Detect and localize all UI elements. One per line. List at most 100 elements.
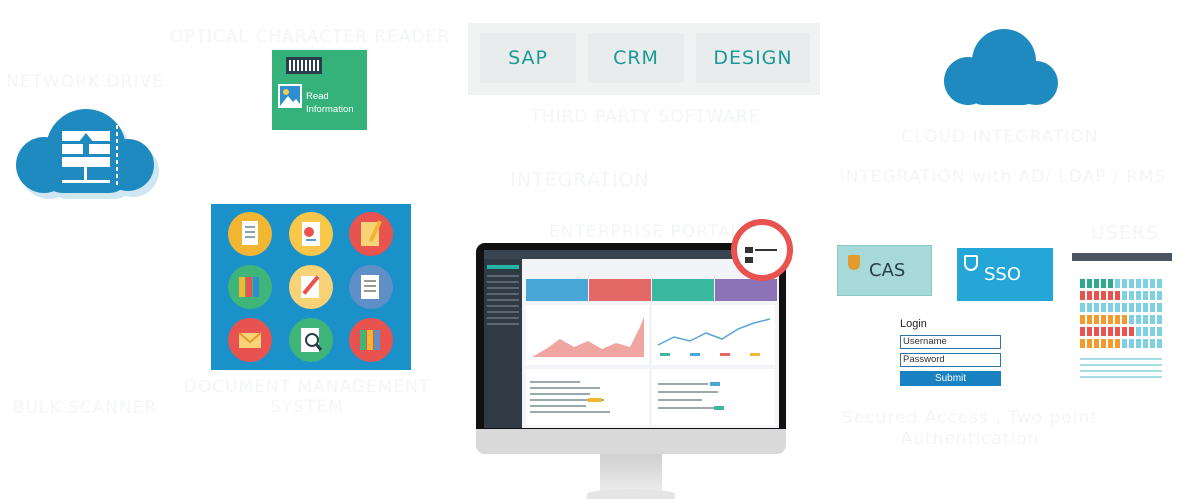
ocr-card-line1: Read [306,91,329,102]
enterprise-portal-screen [484,250,779,428]
sap-button[interactable]: SAP [480,33,576,83]
person-icon [1087,303,1092,312]
clipboard-icon [228,212,272,256]
person-icon [1108,303,1113,312]
person-icon [1129,327,1134,336]
person-icon [1094,279,1099,288]
shield-icon [964,255,978,271]
person-icon [1108,291,1113,300]
person-icon [1115,303,1120,312]
shield-icon [848,255,860,270]
person-icon [1157,303,1162,312]
person-icon [1136,315,1141,324]
person-icon [1129,303,1134,312]
ad-integration-label: INTEGRATION with AD/ LDAP / RMS [839,167,1167,187]
person-icon [1150,303,1155,312]
network-drive-label: NETWORK DRIVE [6,72,164,92]
area-chart-panel [526,305,649,365]
portal-top-bar [484,250,779,259]
kpi-card-1 [526,279,588,301]
person-icon [1094,339,1099,348]
person-icon [1087,315,1092,324]
person-icon [1122,327,1127,336]
crm-button[interactable]: CRM [588,33,684,83]
person-icon [1115,279,1120,288]
search-document-icon [289,318,333,362]
person-icon [1108,339,1113,348]
submit-button[interactable]: Submit [900,371,1001,386]
person-icon [1094,291,1099,300]
person-icon [1094,303,1099,312]
users-header-bar [1072,253,1172,261]
person-icon [1115,327,1120,336]
person-icon [1150,279,1155,288]
envelope-icon [228,318,272,362]
person-icon [1143,291,1148,300]
image-icon [278,84,302,108]
third-party-software-bar: SAP CRM DESIGN [468,23,820,95]
person-icon [1101,303,1106,312]
secured-access-label: Secured Access , Two point Authenticatio… [842,408,1098,449]
report-chart-icon [289,212,333,256]
person-icon [1157,339,1162,348]
integration-label: INTEGRATION [510,169,650,191]
portal-sidebar [484,259,522,428]
person-icon [1150,339,1155,348]
login-title: Login [900,318,927,330]
kpi-card-3 [652,279,714,301]
person-icon [1101,339,1106,348]
pencil-document-icon [349,212,393,256]
cas-label: CAS [869,260,906,281]
document-management-tile [211,204,411,370]
person-icon [1108,327,1113,336]
task-list-panel [526,369,649,425]
person-icon [1143,315,1148,324]
person-icon [1129,291,1134,300]
person-icon [1108,279,1113,288]
bulk-scanner-label: BULK SCANNER [12,398,158,418]
person-icon [1080,279,1085,288]
barcode-icon [286,57,322,74]
person-icon [1115,291,1120,300]
third-party-software-label: THIRD PARTY SOFTWARE [530,107,761,127]
person-icon [1143,327,1148,336]
person-icon [1087,291,1092,300]
person-icon [1080,339,1085,348]
cloud-integration-label: CLOUD INTEGRATION [901,127,1099,147]
binders-icon [228,265,272,309]
magnifier-icon [731,219,793,281]
person-icon [1136,291,1141,300]
person-icon [1122,279,1127,288]
person-icon [1136,339,1141,348]
password-field[interactable]: Password [900,353,1001,367]
person-icon [1080,291,1085,300]
person-icon [1087,279,1092,288]
person-icon [1157,291,1162,300]
users-lines [1080,358,1162,378]
person-icon [1087,327,1092,336]
design-button[interactable]: DESIGN [696,33,810,83]
person-icon [1129,315,1134,324]
sso-button[interactable]: SSO [957,248,1053,301]
username-field[interactable]: Username [900,335,1001,349]
cas-button[interactable]: CAS [837,245,932,296]
line-chart-panel [652,305,775,365]
users-label: USERS [1090,222,1160,244]
person-icon [1080,327,1085,336]
kpi-card-4 [715,279,777,301]
sso-label: SSO [984,264,1022,285]
person-icon [1122,315,1127,324]
person-icon [1122,303,1127,312]
person-icon [1157,315,1162,324]
ocr-card-line2: Information [306,104,354,115]
person-icon [1087,339,1092,348]
enterprise-portal-label: ENTERPRISE PORTAL [549,222,741,242]
person-icon [1136,303,1141,312]
monitor-stand [600,454,662,492]
person-icon [1129,279,1134,288]
person-icon [1101,279,1106,288]
person-icon [1150,291,1155,300]
person-icon [1157,279,1162,288]
person-icon [1136,327,1141,336]
person-icon [1101,327,1106,336]
